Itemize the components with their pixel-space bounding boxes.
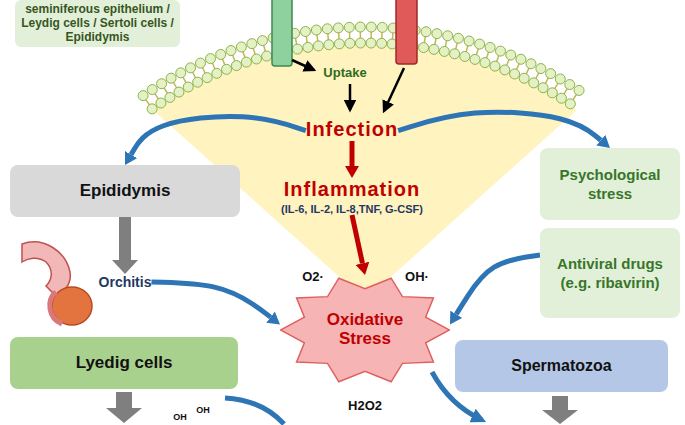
formula-label: OH	[196, 405, 210, 415]
flow-connector	[131, 116, 306, 154]
uptake-arrow	[349, 84, 352, 110]
block-arrow	[542, 396, 578, 424]
factor-box: Antiviral drugs (e.g. ribavirin)	[540, 228, 680, 318]
formula-label: H2O2	[348, 398, 382, 413]
flow-connector	[456, 255, 540, 314]
uptake-arrow	[384, 68, 404, 111]
flow-connector	[151, 282, 270, 317]
node-text: Infection	[306, 118, 398, 141]
node-text: seminiferous epithelium / Leydig cells /…	[21, 3, 174, 44]
flow-connector	[350, 141, 355, 166]
cell-membrane	[138, 22, 584, 114]
formula-label: OH	[173, 412, 187, 422]
node-text: Inflammation	[284, 178, 420, 201]
flow-arrow	[225, 398, 284, 424]
flow-connector	[119, 217, 131, 260]
stress-star: Oxidative Stress	[280, 275, 450, 385]
condition-label: Orchitis	[99, 274, 152, 290]
formula-label: O2·	[302, 269, 324, 284]
uptake-arrow	[292, 60, 314, 70]
process-label: Infection	[306, 118, 398, 141]
flow-connector	[398, 112, 601, 140]
cell-type-box: seminiferous epithelium / Leydig cells /…	[15, 0, 180, 47]
formula-label: Uptake	[323, 65, 366, 80]
process-box: Spermatozoa	[455, 340, 668, 392]
node-text: Antiviral drugs (e.g. ribavirin)	[548, 254, 672, 293]
receptor	[272, 0, 292, 66]
node-text: Orchitis	[99, 274, 152, 290]
receptor	[396, 0, 417, 64]
process-label: Inflammation (IL-6, IL-2, IL-8,TNF, G-CSF…	[281, 178, 423, 215]
testis-illustration	[22, 242, 92, 325]
node-text: Lyedig cells	[76, 353, 173, 373]
node-text: Oxidative Stress	[315, 311, 415, 348]
formula-label: OH·	[405, 269, 429, 284]
node-text: Epididymis	[80, 181, 171, 201]
node-text: (IL-6, IL-2, IL-8,TNF, G-CSF)	[281, 203, 423, 215]
process-box: Epididymis	[10, 165, 240, 217]
node-text: Spermatozoa	[511, 357, 611, 375]
process-box: Lyedig cells	[10, 337, 238, 389]
factor-box: Psychological stress	[540, 148, 680, 220]
flow-connector	[352, 215, 362, 263]
block-arrow	[106, 392, 142, 423]
node-text: Psychological stress	[548, 165, 672, 204]
